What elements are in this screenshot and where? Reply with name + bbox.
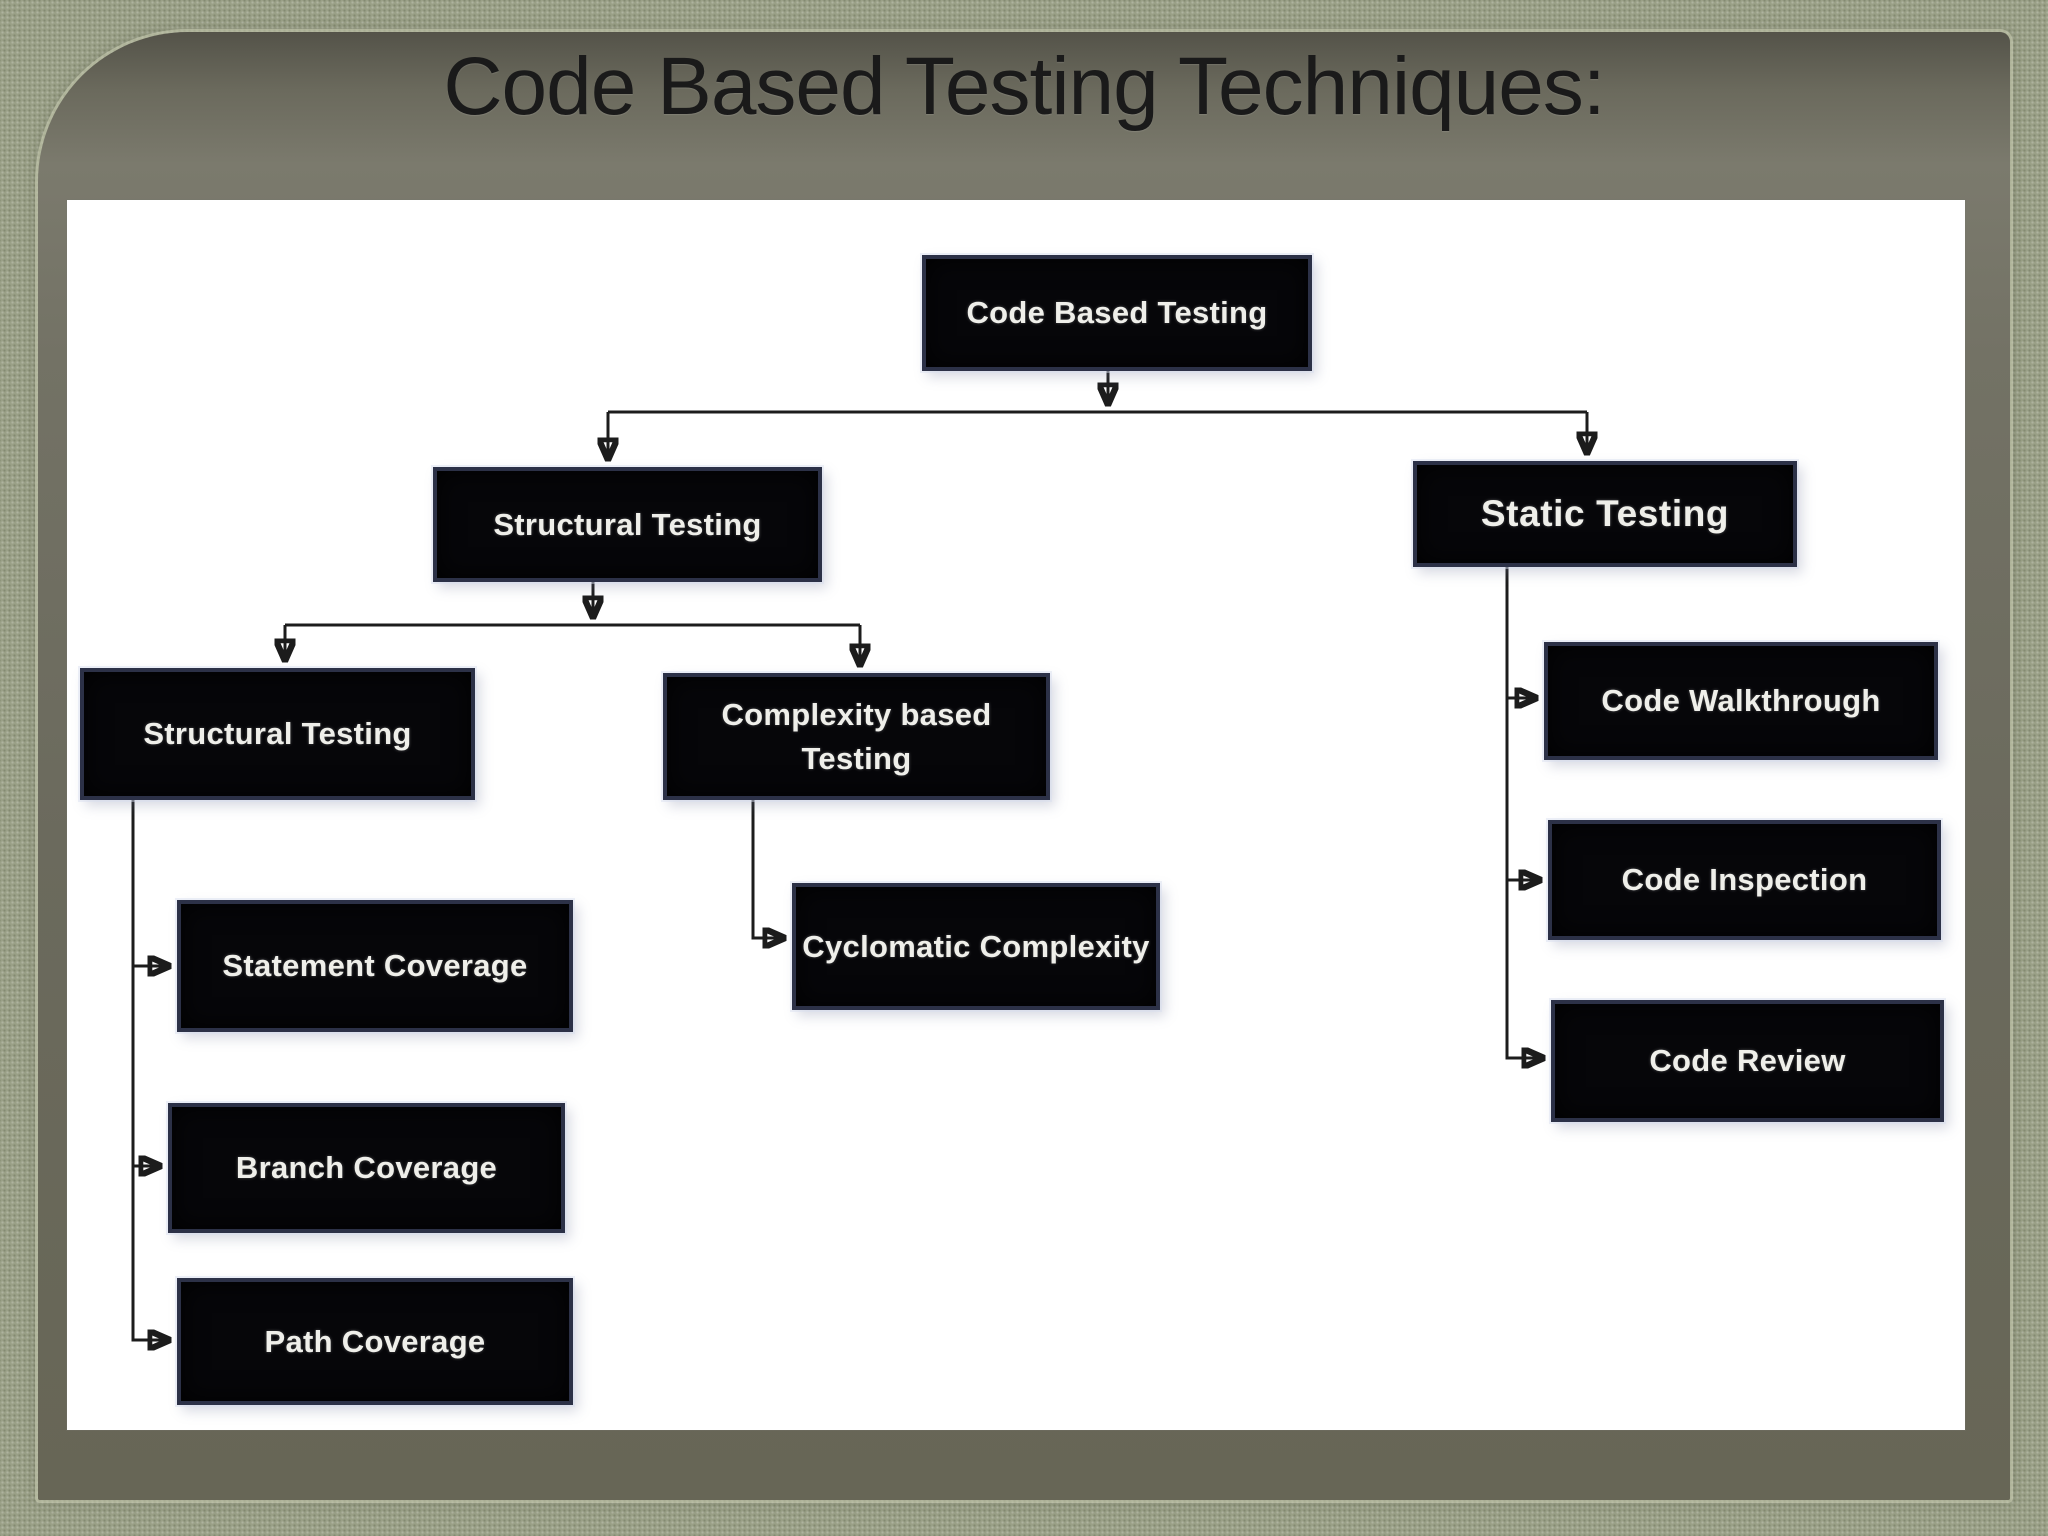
node-structural-testing-sub: Structural Testing	[80, 668, 475, 800]
node-code-inspection: Code Inspection	[1548, 820, 1941, 940]
node-label: Static Testing	[1480, 493, 1730, 535]
node-path-coverage: Path Coverage	[177, 1278, 573, 1405]
node-label: Statement Coverage	[222, 948, 528, 984]
node-label: Branch Coverage	[235, 1150, 498, 1186]
node-cyclomatic-complexity: Cyclomatic Complexity	[792, 883, 1160, 1010]
node-label: Code Review	[1649, 1043, 1846, 1079]
node-label: Path Coverage	[264, 1323, 486, 1359]
node-label: Code Based Testing	[966, 295, 1268, 331]
node-structural-testing: Structural Testing	[433, 467, 822, 582]
diagram-canvas	[67, 200, 1965, 1430]
node-branch-coverage: Branch Coverage	[168, 1103, 565, 1233]
node-code-based-testing: Code Based Testing	[922, 255, 1312, 371]
node-label: Complexity based Testing	[721, 697, 992, 776]
node-statement-coverage: Statement Coverage	[177, 900, 573, 1032]
slide-title: Code Based Testing Techniques:	[443, 41, 1605, 132]
node-code-walkthrough: Code Walkthrough	[1544, 642, 1938, 760]
node-label: Code Inspection	[1621, 862, 1868, 898]
node-label: Structural Testing	[493, 506, 762, 542]
node-label: Cyclomatic Complexity	[802, 928, 1150, 964]
node-code-review: Code Review	[1551, 1000, 1944, 1122]
node-label: Structural Testing	[143, 716, 412, 752]
node-static-testing: Static Testing	[1413, 461, 1797, 567]
node-label: Code Walkthrough	[1601, 683, 1881, 719]
node-complexity-based-testing: Complexity based Testing	[663, 673, 1050, 800]
